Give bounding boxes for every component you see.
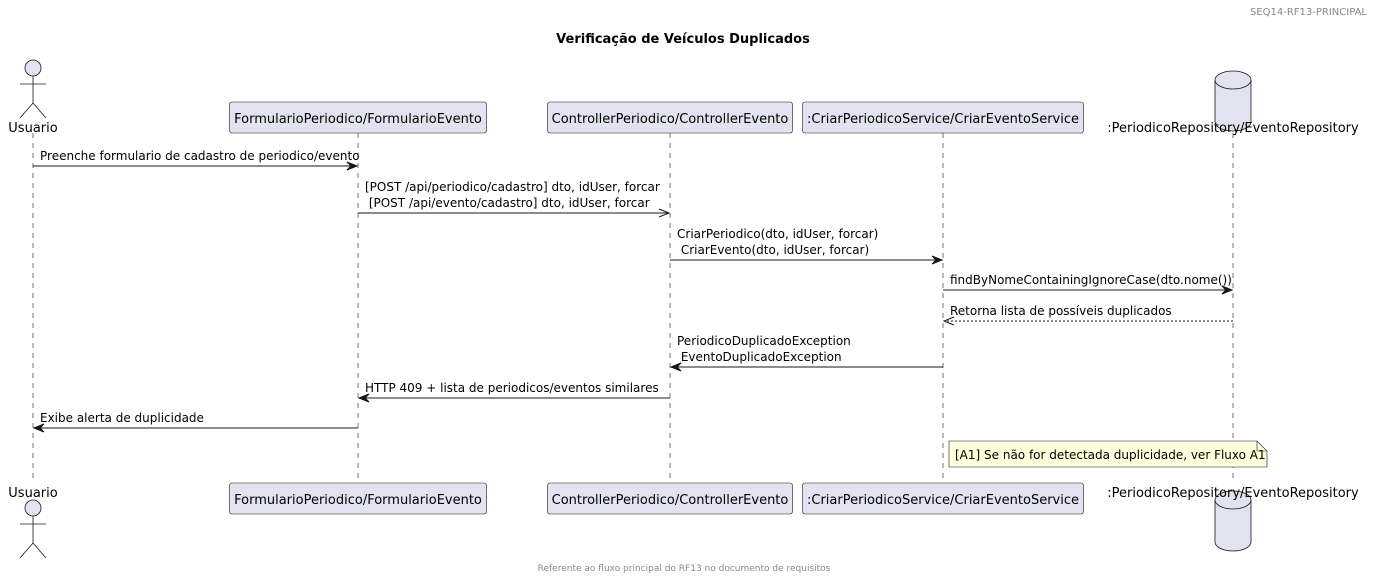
message-label: PeriodicoDuplicadoException (677, 334, 851, 348)
arrow-head-icon (931, 255, 944, 265)
message-label: HTTP 409 + lista de periodicos/eventos s… (365, 381, 659, 395)
participant-label-repo-top: :PeriodicoRepository/EventoRepository (1107, 121, 1359, 136)
database-icon (1214, 490, 1252, 552)
arrow-head-icon (942, 316, 955, 326)
participant-label-controller-top: ControllerPeriodico/ControllerEvento (552, 112, 789, 127)
participant-label-repo-bottom: :PeriodicoRepository/EventoRepository (1107, 486, 1359, 501)
actor-icon (19, 59, 47, 119)
message-label: EventoDuplicadoException (677, 350, 842, 364)
participant-box-form-bottom: FormularioPeriodico/FormularioEvento (229, 482, 487, 515)
participant-box-form-top: FormularioPeriodico/FormularioEvento (229, 101, 487, 134)
participant-label-usuario-top: Usuario (8, 121, 57, 136)
arrow-head-icon (32, 423, 45, 433)
message-label: Preenche formulario de cadastro de perio… (40, 149, 360, 163)
diagram-header: SEQ14-RF13-PRINCIPAL (1250, 7, 1367, 18)
message-5: Retorna lista de possíveis duplicados (942, 304, 1233, 326)
participant-label-form-bottom: FormularioPeriodico/FormularioEvento (234, 493, 482, 508)
arrow-head-icon (658, 208, 671, 218)
message-label: CriarEvento(dto, idUser, forcar) (677, 243, 869, 257)
arrow-head-icon (1221, 285, 1234, 295)
diagram-footer: Referente ao fluxo principal do RF13 no … (538, 564, 831, 574)
message-1: Preenche formulario de cadastro de perio… (33, 149, 360, 171)
message-8: Exibe alerta de duplicidade (32, 411, 358, 433)
participant-label-service-bottom: :CriarPeriodicoService/CriarEventoServic… (807, 493, 1079, 508)
participant-box-controller-top: ControllerPeriodico/ControllerEvento (547, 101, 793, 134)
message-label: [POST /api/evento/cadastro] dto, idUser,… (365, 196, 650, 210)
database-icon (1214, 70, 1252, 132)
message-label: Retorna lista de possíveis duplicados (950, 304, 1172, 318)
participant-box-service-bottom: :CriarPeriodicoService/CriarEventoServic… (802, 482, 1084, 515)
participant-label-controller-bottom: ControllerPeriodico/ControllerEvento (552, 493, 789, 508)
participant-label-service-top: :CriarPeriodicoService/CriarEventoServic… (807, 112, 1079, 127)
note-text: [A1] Se não for detectada duplicidade, v… (955, 448, 1266, 462)
message-label: [POST /api/periodico/cadastro] dto, idUs… (365, 180, 660, 194)
message-label: findByNomeContainingIgnoreCase(dto.nome(… (950, 273, 1232, 287)
diagram-title: Verificação de Veículos Duplicados (556, 32, 810, 47)
message-2: [POST /api/periodico/cadastro] dto, idUs… (358, 180, 671, 218)
arrow-head-icon (357, 393, 370, 403)
message-7: HTTP 409 + lista de periodicos/eventos s… (357, 381, 670, 403)
note: [A1] Se não for detectada duplicidade, v… (948, 440, 1268, 468)
participant-box-controller-bottom: ControllerPeriodico/ControllerEvento (547, 482, 793, 515)
message-label: Exibe alerta de duplicidade (40, 411, 204, 425)
participant-label-usuario-bottom: Usuario (8, 486, 57, 501)
participant-box-service-top: :CriarPeriodicoService/CriarEventoServic… (802, 101, 1084, 134)
message-4: findByNomeContainingIgnoreCase(dto.nome(… (943, 273, 1234, 295)
arrow-head-icon (669, 362, 682, 372)
participant-label-form-top: FormularioPeriodico/FormularioEvento (234, 112, 482, 127)
actor-icon (19, 499, 47, 559)
message-3: CriarPeriodico(dto, idUser, forcar) Cria… (670, 227, 944, 265)
arrow-head-icon (346, 161, 359, 171)
message-6: PeriodicoDuplicadoException EventoDuplic… (669, 334, 943, 372)
message-label: CriarPeriodico(dto, idUser, forcar) (677, 227, 878, 241)
